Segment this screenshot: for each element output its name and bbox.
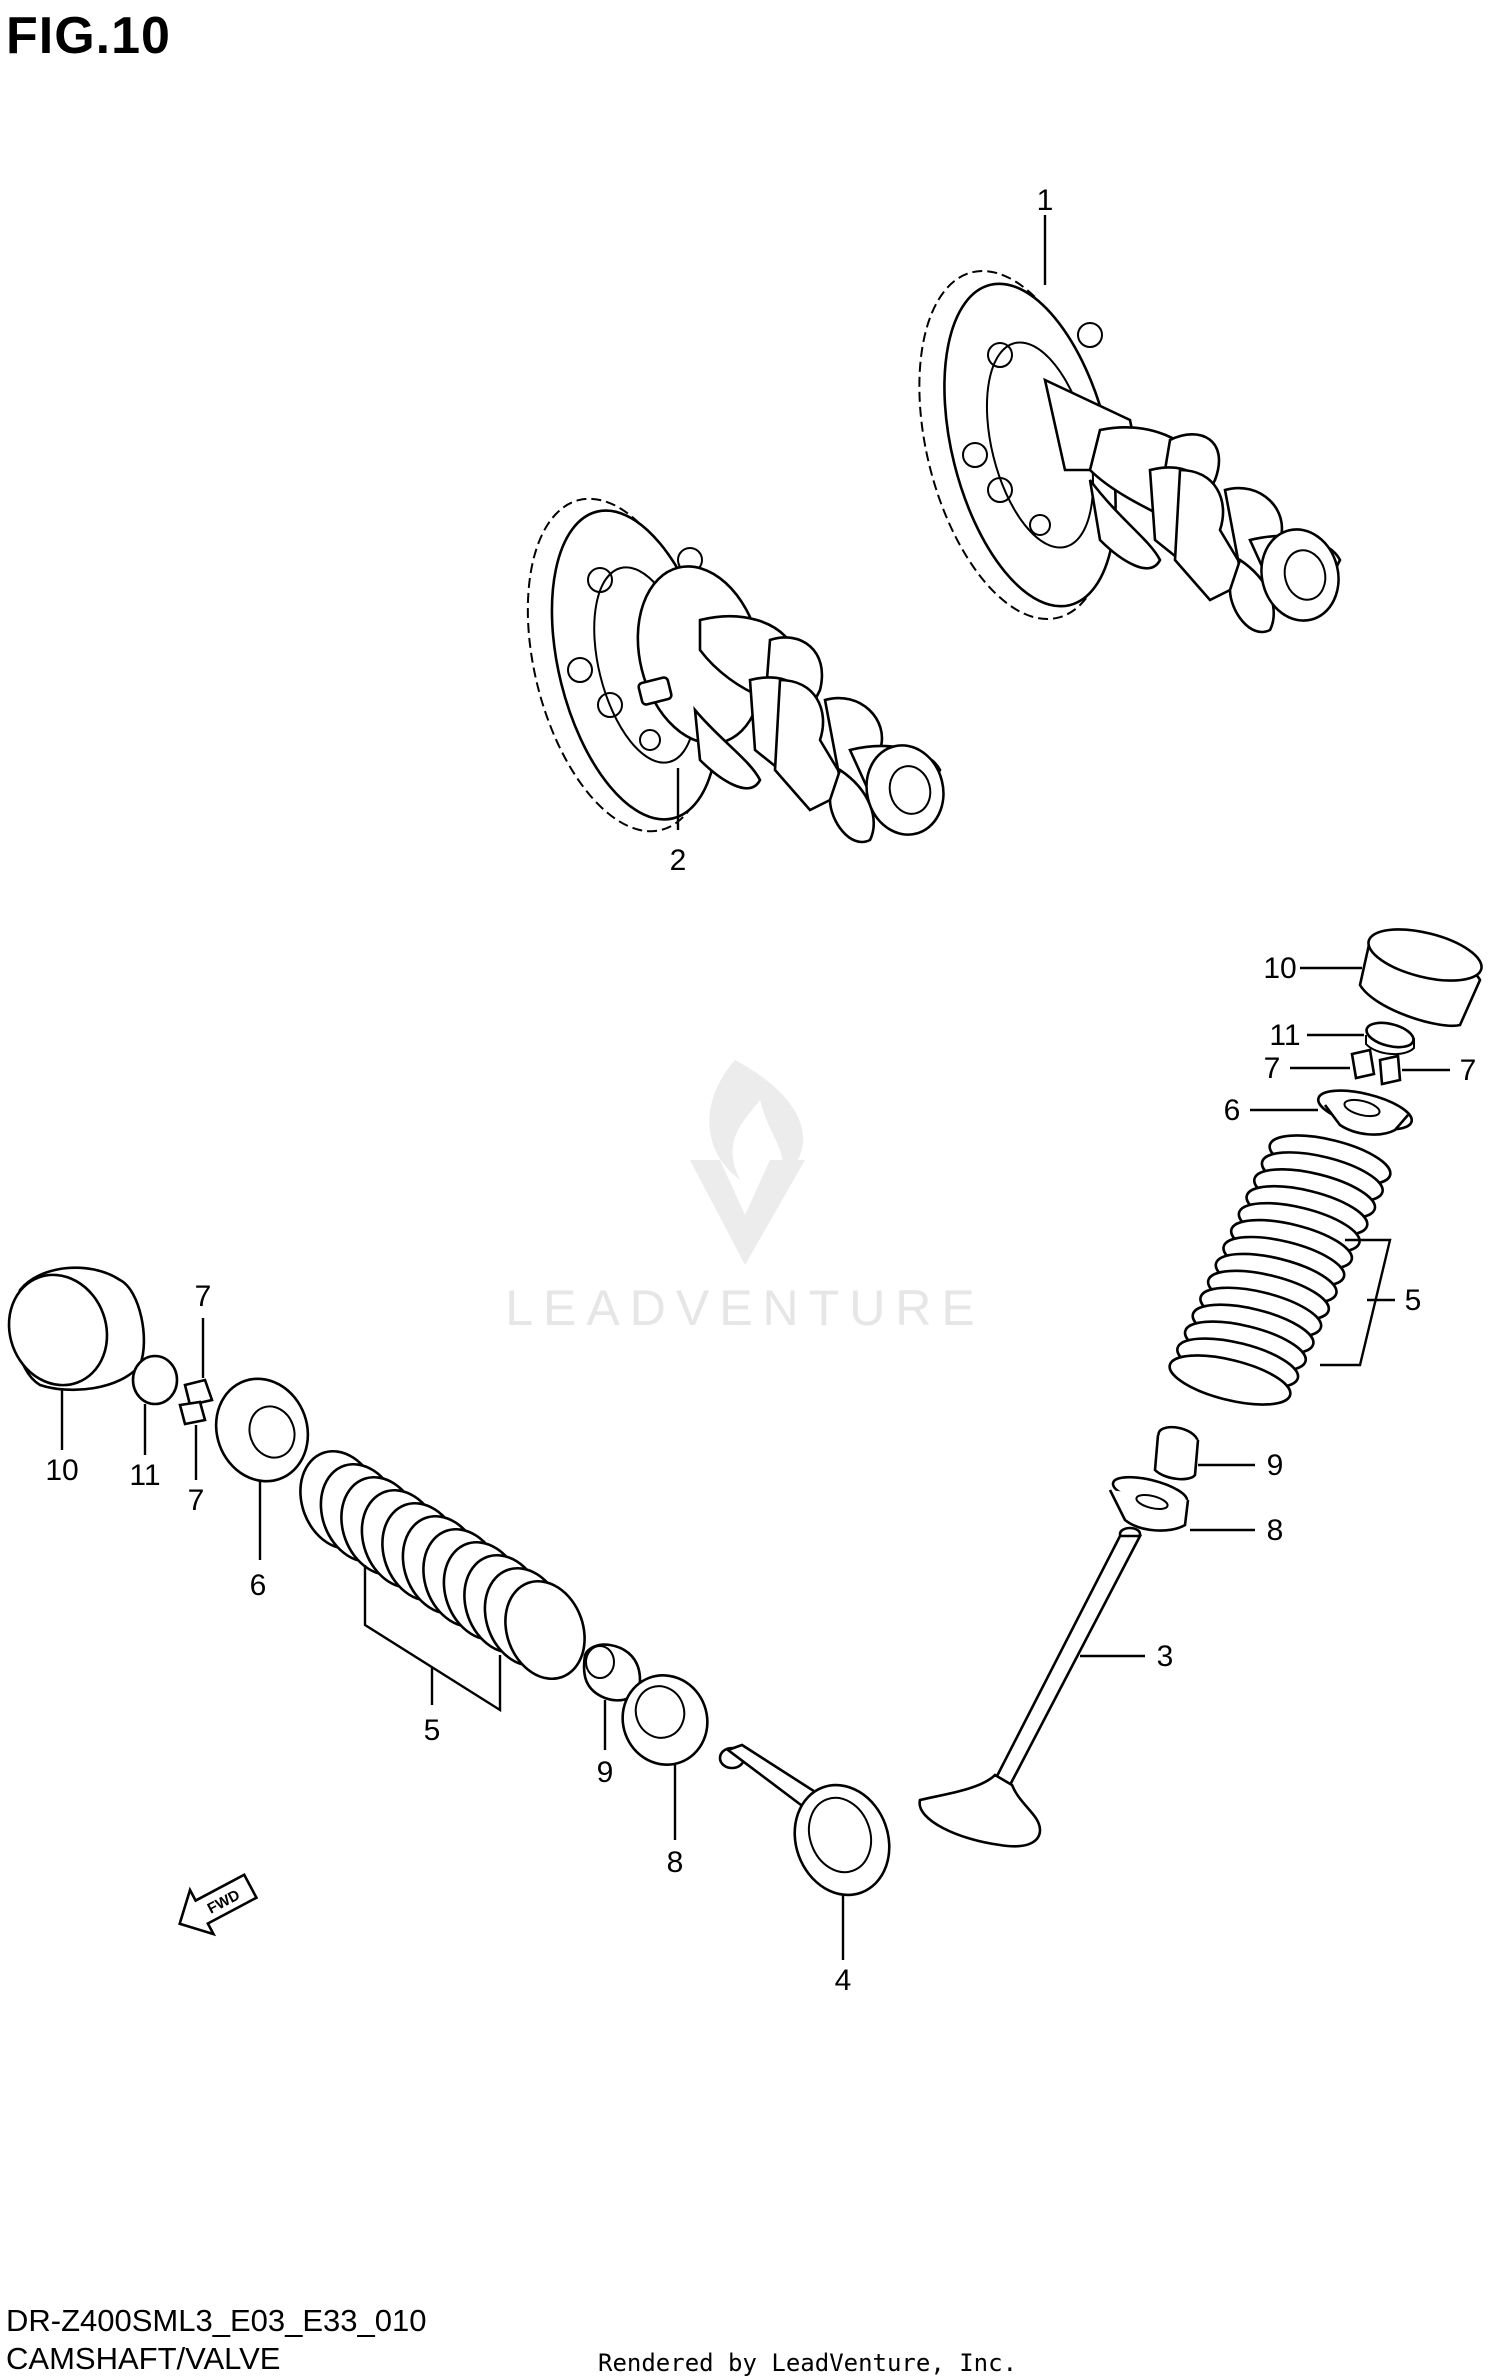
- callout-5-left[interactable]: 5: [424, 1714, 441, 1747]
- callout-11-left[interactable]: 11: [129, 1459, 160, 1492]
- part-shim-left[interactable]: [131, 1354, 179, 1406]
- figure-title: FIG.10: [6, 7, 171, 65]
- callout-7-right-a[interactable]: 7: [1264, 1052, 1281, 1085]
- callout-11-right[interactable]: 11: [1269, 1019, 1300, 1052]
- render-credit: Rendered by LeadVenture, Inc.: [598, 2349, 1018, 2377]
- callout-6-right[interactable]: 6: [1224, 1094, 1241, 1127]
- callout-10-left[interactable]: 10: [45, 1454, 78, 1487]
- callout-7-right-b[interactable]: 7: [1460, 1054, 1477, 1087]
- callout-8-right[interactable]: 8: [1267, 1514, 1284, 1547]
- part-stem-seal-right[interactable]: [1153, 1423, 1200, 1481]
- part-stem-seal-left[interactable]: [582, 1643, 642, 1702]
- part-intake-valve[interactable]: [718, 1743, 904, 1908]
- bracket-5-left: [363, 1565, 502, 1713]
- part-tappet-left[interactable]: [0, 1261, 146, 1399]
- watermark-text: LEADVENTURE: [505, 1280, 985, 1336]
- part-exhaust-valve[interactable]: [918, 1526, 1143, 1848]
- part-cotter-right[interactable]: [1350, 1048, 1402, 1086]
- group-title: CAMSHAFT/VALVE: [6, 2341, 281, 2376]
- watermark: LEADVENTURE: [505, 1060, 985, 1336]
- callout-6-left[interactable]: 6: [250, 1569, 267, 1602]
- watermark-flame-logo: [690, 1060, 805, 1265]
- part-retainer-right[interactable]: [1315, 1083, 1416, 1137]
- fwd-direction-marker: FWD: [178, 1872, 259, 1937]
- model-code: DR-Z400SML3_E03_E33_010: [6, 2303, 427, 2338]
- spring-coil: [1168, 1354, 1292, 1406]
- callout-5-right[interactable]: 5: [1405, 1284, 1422, 1317]
- callout-1[interactable]: 1: [1037, 184, 1054, 217]
- part-tappet-right[interactable]: [1358, 920, 1487, 1028]
- callout-3[interactable]: 3: [1157, 1640, 1174, 1673]
- callout-10-right[interactable]: 10: [1263, 952, 1296, 985]
- part-shim-right[interactable]: [1364, 1019, 1416, 1056]
- callout-9-right[interactable]: 9: [1267, 1449, 1284, 1482]
- part-exhaust-camshaft[interactable]: [887, 251, 1348, 639]
- callout-8-left[interactable]: 8: [667, 1846, 684, 1879]
- part-intake-camshaft[interactable]: [496, 479, 952, 850]
- callout-7-left-b[interactable]: 7: [188, 1484, 205, 1517]
- callout-4[interactable]: 4: [835, 1964, 852, 1997]
- part-cotter-left[interactable]: [178, 1378, 214, 1426]
- part-retainer-left[interactable]: [202, 1366, 322, 1495]
- callout-7-left-a[interactable]: 7: [195, 1280, 212, 1313]
- callout-2[interactable]: 2: [670, 844, 687, 877]
- part-spring-seat-left[interactable]: [610, 1663, 720, 1776]
- part-spring-seat-right[interactable]: [1108, 1471, 1190, 1532]
- part-spring-right[interactable]: [1165, 1126, 1395, 1415]
- spring-coil: [504, 1579, 586, 1681]
- part-spring-left[interactable]: [287, 1440, 598, 1690]
- bracket-5-right: [1320, 1238, 1392, 1367]
- callout-9-left[interactable]: 9: [597, 1756, 614, 1789]
